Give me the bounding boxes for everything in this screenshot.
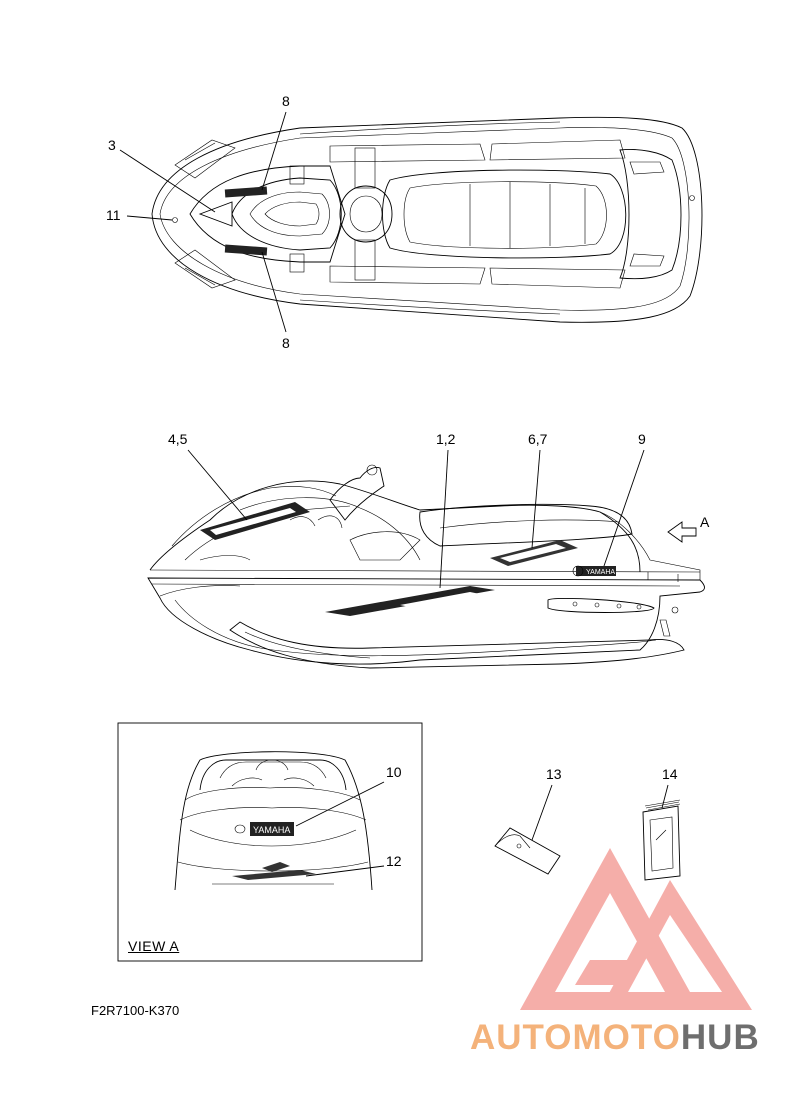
watermark-logo [520,848,752,1010]
view-arrow-label: A [700,514,710,530]
callout-11: 11 [106,207,121,223]
view-a-frame [117,722,423,962]
view-a-arrow: A [667,514,710,543]
leader-8-bottom [261,251,287,333]
side-callouts: 4,5 1,2 6,7 9 A [168,431,710,589]
leader-10 [295,781,385,827]
callout-1-2: 1,2 [436,431,456,447]
leader-9 [603,449,645,567]
view-a-callouts: 10 12 [295,764,402,877]
yamaha-decal-rear: YAMAHA [253,825,290,835]
watermark-hub: HUB [680,1018,760,1057]
leader-13 [531,784,553,841]
view-a-title: VIEW A [128,938,180,954]
view-a-rear: YAMAHA [174,751,373,891]
callout-10: 10 [386,764,402,780]
leader-11 [126,215,173,221]
leader-12 [305,865,385,877]
yamaha-decal-side: YAMAHA [586,569,615,576]
callout-12: 12 [386,853,402,869]
leader-6-7 [531,449,541,549]
callout-3: 3 [108,137,116,153]
leader-8-top [261,111,287,191]
callout-13: 13 [546,766,562,782]
leader-3 [119,149,216,213]
side-view-hull: YAMAHA [147,464,705,669]
leader-14 [661,784,669,809]
callout-9: 9 [638,431,646,447]
part-13-pouch [494,827,561,875]
leader-1-2 [439,449,449,589]
top-callouts: 8 3 11 8 [106,93,290,351]
callout-6-7: 6,7 [528,431,548,447]
callout-8-top: 8 [282,93,290,109]
callout-8-bottom: 8 [282,335,290,351]
part-14-manual [642,799,681,881]
loose-callouts: 13 14 [531,766,678,841]
watermark-text: AUTOMOTOHUB [470,1018,760,1058]
watermark-moto: MOTO [572,1018,681,1057]
callout-4-5: 4,5 [168,431,188,447]
top-view-hull [151,116,703,323]
part-code: F2R7100-K370 [91,1003,180,1018]
watermark-auto: AUTO [470,1018,573,1057]
callout-14: 14 [662,766,678,782]
leader-4-5 [187,449,248,521]
